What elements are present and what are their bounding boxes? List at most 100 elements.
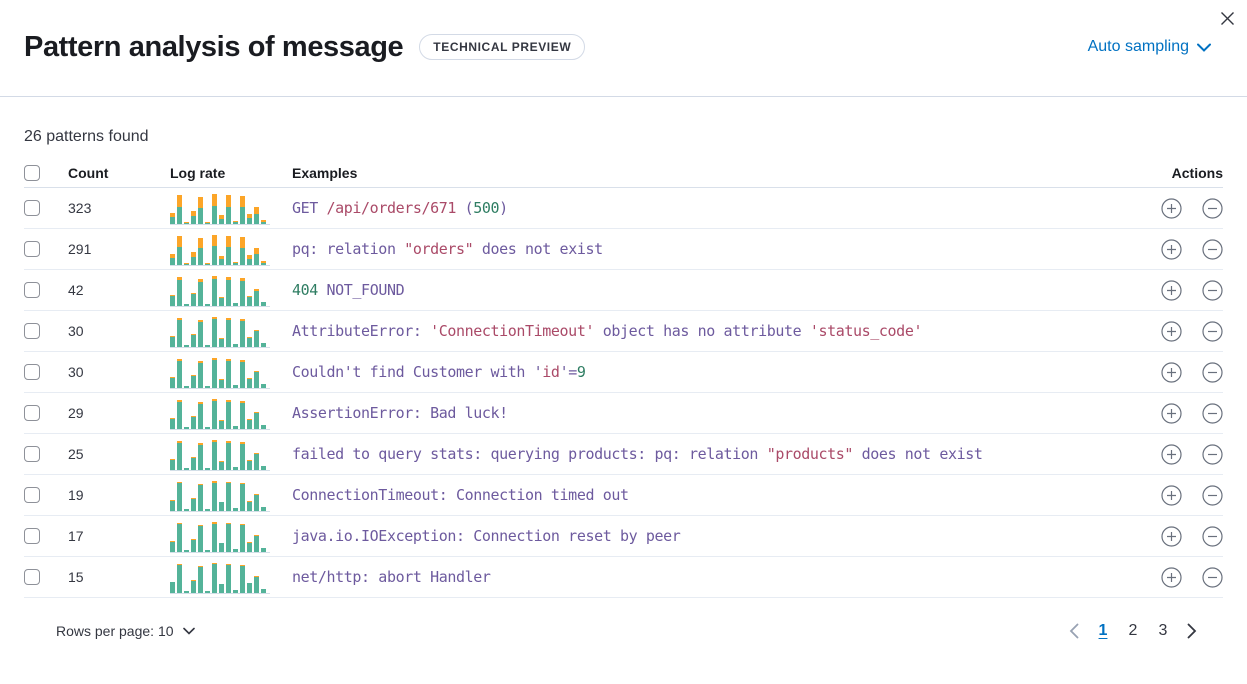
filter-in-pattern-button[interactable] xyxy=(1161,320,1182,342)
sparkline-bar xyxy=(205,549,210,552)
sparkline-bar xyxy=(177,399,182,429)
sparkline-bar xyxy=(212,316,217,347)
filter-out-pattern-button[interactable] xyxy=(1202,279,1223,301)
example-token: object has no attribute xyxy=(594,322,810,340)
log-rate-sparkline xyxy=(170,233,270,266)
example-token: 9 xyxy=(576,363,586,381)
table-row: 323 GET /api/orders/671 (500) xyxy=(24,188,1223,229)
row-checkbox[interactable] xyxy=(24,569,40,585)
filter-out-pattern-button[interactable] xyxy=(1202,484,1223,506)
example-token: AttributeError: xyxy=(292,322,431,340)
sparkline-bar xyxy=(191,538,196,552)
example-token: AssertionError: Bad luck! xyxy=(292,404,508,422)
sparkline-bar xyxy=(261,506,266,511)
sparkline-bar xyxy=(212,521,217,552)
row-checkbox[interactable] xyxy=(24,364,40,380)
sparkline-bar xyxy=(212,234,217,265)
log-rate-sparkline xyxy=(170,561,270,594)
row-checkbox[interactable] xyxy=(24,446,40,462)
filter-out-pattern-button[interactable] xyxy=(1202,320,1223,342)
sparkline-bar xyxy=(198,360,203,388)
plus-in-circle-icon xyxy=(1161,320,1182,342)
sparkline-bar xyxy=(233,261,238,265)
sparkline-bar xyxy=(233,466,238,470)
plus-in-circle-icon xyxy=(1161,484,1182,506)
previous-page-button[interactable] xyxy=(1067,623,1081,639)
example-token: ) xyxy=(499,199,508,217)
log-rate-sparkline xyxy=(170,479,270,512)
rows-per-page-dropdown[interactable]: Rows per page: 10 xyxy=(56,623,195,639)
sparkline-bar xyxy=(240,564,245,593)
sparkline-bar xyxy=(233,548,238,552)
sparkline-bar xyxy=(247,582,252,593)
row-checkbox[interactable] xyxy=(24,323,40,339)
minus-in-circle-icon xyxy=(1202,484,1223,506)
sparkline-bar xyxy=(184,262,189,265)
filter-out-pattern-button[interactable] xyxy=(1202,361,1223,383)
sparkline-bar xyxy=(205,262,210,265)
example-text: Couldn't find Customer with 'id'=9 xyxy=(292,363,1131,381)
filter-in-pattern-button[interactable] xyxy=(1161,197,1182,219)
row-checkbox[interactable] xyxy=(24,528,40,544)
page-number[interactable]: 3 xyxy=(1151,619,1175,643)
page-number[interactable]: 2 xyxy=(1121,619,1145,643)
patterns-found-label: 26 patterns found xyxy=(24,128,149,145)
filter-out-pattern-button[interactable] xyxy=(1202,238,1223,260)
sparkline-bar xyxy=(219,214,224,224)
close-button[interactable] xyxy=(1213,4,1241,32)
row-checkbox[interactable] xyxy=(24,241,40,257)
technical-preview-badge: TECHNICAL PREVIEW xyxy=(419,34,586,60)
filter-out-pattern-button[interactable] xyxy=(1202,525,1223,547)
sparkline-bar xyxy=(170,212,175,224)
filter-in-pattern-button[interactable] xyxy=(1161,443,1182,465)
filter-out-pattern-button[interactable] xyxy=(1202,197,1223,219)
sparkline-bar xyxy=(240,318,245,347)
sparkline-bar xyxy=(177,276,182,306)
filter-in-pattern-button[interactable] xyxy=(1161,402,1182,424)
row-checkbox[interactable] xyxy=(24,487,40,503)
select-all-checkbox[interactable] xyxy=(24,165,40,181)
column-header-examples: Examples xyxy=(292,165,358,181)
filter-out-pattern-button[interactable] xyxy=(1202,402,1223,424)
sparkline-bar xyxy=(226,317,231,347)
sparkline-bar xyxy=(226,563,231,593)
log-rate-sparkline xyxy=(170,438,270,471)
sparkline-bar xyxy=(247,500,252,511)
page-number[interactable]: 1 xyxy=(1091,619,1115,643)
filter-in-pattern-button[interactable] xyxy=(1161,238,1182,260)
filter-in-pattern-button[interactable] xyxy=(1161,525,1182,547)
count-value: 30 xyxy=(68,323,84,339)
filter-out-pattern-button[interactable] xyxy=(1202,443,1223,465)
sparkline-bar xyxy=(254,452,259,470)
sparkline-bar xyxy=(177,194,182,224)
sparkline-bar xyxy=(247,459,252,470)
example-token: '= xyxy=(559,363,578,381)
plus-in-circle-icon xyxy=(1161,443,1182,465)
filter-out-pattern-button[interactable] xyxy=(1202,566,1223,588)
sampling-dropdown[interactable]: Auto sampling xyxy=(1088,38,1211,56)
sparkline-bar xyxy=(240,400,245,429)
sparkline-bar xyxy=(261,260,266,265)
row-checkbox[interactable] xyxy=(24,405,40,421)
next-page-button[interactable] xyxy=(1185,623,1199,639)
sparkline-bar xyxy=(247,213,252,224)
filter-in-pattern-button[interactable] xyxy=(1161,566,1182,588)
minus-in-circle-icon xyxy=(1202,197,1223,219)
sparkline-bar xyxy=(198,319,203,347)
minus-in-circle-icon xyxy=(1202,320,1223,342)
sparkline-bar xyxy=(226,235,231,265)
sparkline-bar xyxy=(226,440,231,470)
table-row: 29 AssertionError: Bad luck! xyxy=(24,393,1223,434)
row-checkbox[interactable] xyxy=(24,282,40,298)
sparkline-bar xyxy=(261,301,266,306)
filter-in-pattern-button[interactable] xyxy=(1161,279,1182,301)
sparkline-bar xyxy=(233,220,238,224)
sparkline-bar xyxy=(191,497,196,511)
sparkline-bar xyxy=(198,278,203,306)
filter-in-pattern-button[interactable] xyxy=(1161,484,1182,506)
minus-in-circle-icon xyxy=(1202,361,1223,383)
row-checkbox[interactable] xyxy=(24,200,40,216)
sparkline-bar xyxy=(191,333,196,347)
sparkline-bar xyxy=(184,508,189,511)
filter-in-pattern-button[interactable] xyxy=(1161,361,1182,383)
